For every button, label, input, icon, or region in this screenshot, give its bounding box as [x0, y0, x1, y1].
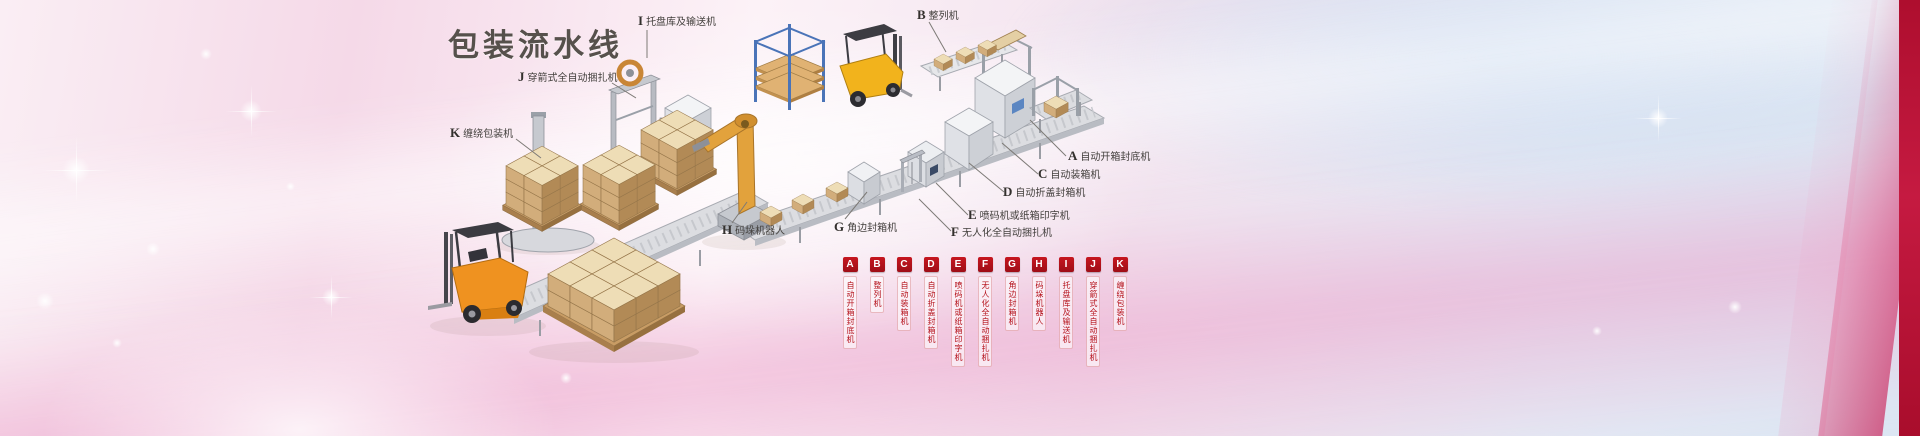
case-sealer-d — [944, 107, 994, 171]
callout-label: 自动开箱封底机 — [1080, 152, 1151, 163]
callout-letter: K — [450, 125, 461, 140]
legend-badge: H — [1031, 257, 1047, 272]
legend: A 自动开箱封底机 B 整列机 C 自动装箱机 D 自动折盖封箱机 E 喷码机或… — [842, 257, 1128, 367]
callout-label: 整列机 — [928, 11, 959, 22]
legend-item-a: A 自动开箱封底机 — [842, 257, 858, 367]
legend-label: 无人化全自动捆扎机 — [978, 276, 992, 367]
legend-badge: A — [842, 257, 858, 272]
callout-label: 无人化全自动捆扎机 — [961, 228, 1052, 239]
callout-label: 喷码机或纸箱印字机 — [979, 211, 1070, 222]
callout-letter: H — [722, 222, 733, 237]
legend-label: 穿箭式全自动捆扎机 — [1086, 276, 1100, 367]
legend-item-b: B 整列机 — [869, 257, 885, 367]
callout-letter: C — [1038, 166, 1048, 181]
case-erector-a — [1028, 76, 1094, 133]
callout-label: 自动装箱机 — [1050, 170, 1101, 181]
legend-badge: B — [869, 257, 885, 272]
legend-badge: J — [1085, 257, 1101, 272]
pallet-magazine-i — [754, 24, 826, 110]
legend-item-c: C 自动装箱机 — [896, 257, 912, 367]
pallet-stack-1 — [502, 146, 582, 232]
legend-item-f: F 无人化全自动捆扎机 — [977, 257, 993, 367]
legend-item-e: E 喷码机或纸箱印字机 — [950, 257, 966, 367]
legend-label: 码垛机器人 — [1032, 276, 1046, 331]
callout-label: 缠绕包装机 — [463, 129, 514, 140]
legend-label: 角边封箱机 — [1005, 276, 1019, 331]
legend-badge: G — [1004, 257, 1020, 272]
legend-label: 托盘库及输送机 — [1059, 276, 1073, 349]
legend-item-d: D 自动折盖封箱机 — [923, 257, 939, 367]
callout-letter: G — [834, 219, 845, 234]
legend-item-h: H 码垛机器人 — [1031, 257, 1047, 367]
legend-label: 缠绕包装机 — [1113, 276, 1127, 331]
forklift-right — [839, 24, 913, 107]
floor-pallet — [542, 237, 686, 352]
legend-badge: I — [1058, 257, 1074, 272]
forklift-left — [428, 222, 529, 323]
legend-badge: K — [1112, 257, 1128, 272]
legend-badge: D — [923, 257, 939, 272]
callout-letter: F — [951, 224, 959, 239]
legend-item-j: J 穿箭式全自动捆扎机 — [1085, 257, 1101, 367]
page-title: 包装流水线 — [448, 28, 623, 63]
callout-label: 穿箭式全自动捆扎机 — [527, 73, 618, 84]
legend-label: 自动开箱封底机 — [843, 276, 857, 349]
legend-badge: F — [977, 257, 993, 272]
legend-label: 喷码机或纸箱印字机 — [951, 276, 965, 367]
callout-letter: J — [518, 69, 525, 84]
legend-label: 自动折盖封箱机 — [924, 276, 938, 349]
strapping-machine-f — [899, 149, 926, 192]
callout-letter: D — [1003, 184, 1013, 199]
callout-letter: I — [638, 13, 644, 28]
corner-sealer-g — [847, 161, 881, 205]
legend-item-k: K 缠绕包装机 — [1112, 257, 1128, 367]
callout-letter: A — [1068, 148, 1078, 163]
legend-item-i: I 托盘库及输送机 — [1058, 257, 1074, 367]
leader-lines — [515, 21, 1067, 232]
callout-label: 托盘库及输送机 — [646, 17, 717, 28]
legend-label: 自动装箱机 — [897, 276, 911, 331]
legend-badge: C — [896, 257, 912, 272]
callout-label: 角边封箱机 — [847, 223, 898, 234]
legend-item-g: G 角边封箱机 — [1004, 257, 1020, 367]
callout-label: 码垛机器人 — [735, 226, 786, 237]
callout-label: 自动折盖封箱机 — [1015, 188, 1086, 199]
callout-letter: E — [968, 207, 977, 222]
legend-badge: E — [950, 257, 966, 272]
legend-label: 整列机 — [870, 276, 884, 313]
callout-letter: B — [917, 7, 926, 22]
palletizing-robot-h — [692, 113, 771, 241]
